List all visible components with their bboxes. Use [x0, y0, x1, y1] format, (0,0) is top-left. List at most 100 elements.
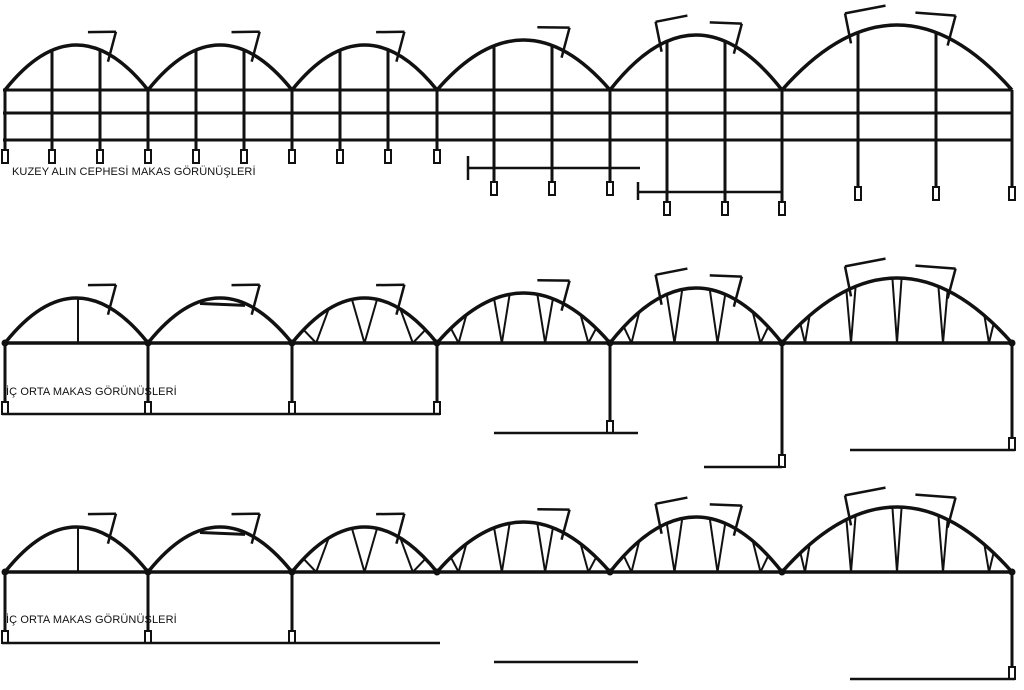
- truss-web: [751, 540, 762, 573]
- purlin: [199, 530, 246, 536]
- column-foot: [490, 181, 498, 196]
- truss-web: [587, 327, 598, 344]
- truss-web: [799, 552, 806, 573]
- truss-web: [302, 558, 317, 573]
- arch-rafter: [290, 525, 439, 574]
- purlin: [199, 301, 246, 307]
- column-foot: [1008, 666, 1016, 680]
- vent-arm: [250, 31, 261, 63]
- vent-arm: [106, 31, 118, 63]
- truss-web: [315, 537, 330, 573]
- joint: [433, 568, 441, 576]
- vent-arm: [732, 505, 744, 536]
- truss-web: [850, 515, 857, 573]
- truss-web: [937, 286, 944, 344]
- truss-web: [399, 308, 414, 344]
- vent-arm: [843, 13, 853, 44]
- truss-web: [544, 298, 554, 344]
- column-foot: [288, 149, 296, 164]
- vent-arm: [395, 284, 406, 316]
- arch-rafter: [608, 515, 784, 574]
- vent-flap: [709, 21, 742, 25]
- truss-web: [500, 294, 511, 344]
- truss-web: [708, 289, 719, 344]
- vent-flap: [709, 503, 742, 507]
- truss-web: [716, 294, 727, 344]
- column-foot: [433, 401, 441, 415]
- column-foot: [336, 149, 344, 164]
- truss-web: [896, 278, 903, 344]
- column-foot: [96, 149, 104, 164]
- arch-rafter: [780, 276, 1014, 345]
- column-foot: [778, 201, 786, 216]
- joint: [1008, 339, 1016, 347]
- vent-arm: [946, 497, 957, 528]
- truss-web: [587, 556, 598, 573]
- vent-flap: [844, 257, 886, 268]
- truss-web: [804, 315, 811, 344]
- truss-web: [988, 323, 995, 344]
- column-foot: [606, 181, 614, 196]
- vent-arm: [106, 284, 118, 316]
- joint: [778, 568, 786, 576]
- truss-web: [983, 544, 990, 573]
- inner-truss-label-2: İÇ ORTA MAKAS GÖRÜNÜŞLERİ: [6, 614, 177, 626]
- vent-flap: [655, 267, 688, 277]
- truss-web: [716, 523, 727, 573]
- truss-web: [708, 518, 719, 573]
- column-foot: [144, 149, 152, 164]
- truss-web: [845, 519, 852, 573]
- truss-web: [622, 326, 633, 344]
- column-foot: [854, 186, 862, 201]
- vent-arm: [250, 513, 261, 545]
- arch-rafter: [435, 291, 612, 345]
- vent-flap: [915, 264, 956, 270]
- truss-web: [544, 527, 554, 573]
- truss-web: [363, 299, 379, 344]
- arch-rafter: [435, 38, 612, 92]
- column-foot: [1, 401, 9, 415]
- truss-web: [942, 290, 949, 344]
- truss-web: [937, 515, 944, 573]
- truss-web: [665, 523, 676, 573]
- truss-web: [449, 327, 460, 344]
- vent-flap: [844, 486, 886, 497]
- joint: [288, 339, 296, 347]
- vent-arm: [654, 274, 663, 306]
- vent-arm: [560, 27, 571, 59]
- inner-truss-label-1: İÇ ORTA MAKAS GÖRÜNÜŞLERİ: [6, 386, 177, 398]
- truss-web: [983, 315, 990, 344]
- truss-web: [536, 294, 547, 344]
- truss-web: [449, 556, 460, 573]
- vent-arm: [560, 280, 571, 312]
- arch-rafter: [146, 296, 294, 345]
- truss-web: [350, 528, 366, 573]
- truss-web: [673, 289, 684, 344]
- vent-flap: [655, 496, 688, 506]
- north-gable-label: KUZEY ALIN CEPHESİ MAKAS GÖRÜNÜŞLERİ: [12, 166, 256, 178]
- column-foot: [288, 401, 296, 415]
- vent-arm: [946, 268, 957, 299]
- vent-flap: [655, 14, 688, 24]
- joint: [606, 568, 614, 576]
- truss-web: [673, 518, 684, 573]
- joint: [1, 339, 9, 347]
- column-foot: [778, 454, 786, 468]
- column-foot: [606, 420, 614, 434]
- truss-web: [579, 314, 590, 344]
- joint: [1008, 568, 1016, 576]
- vent-arm: [654, 503, 663, 535]
- joint: [606, 339, 614, 347]
- arch-rafter: [780, 23, 1014, 92]
- truss-web: [988, 552, 995, 573]
- truss-web: [630, 540, 641, 573]
- truss-web: [759, 326, 770, 344]
- column-foot: [1008, 186, 1016, 201]
- vent-arm: [946, 15, 957, 46]
- truss-web: [412, 558, 427, 573]
- vent-arm: [843, 495, 853, 526]
- vent-arm: [654, 21, 663, 53]
- arch-rafter: [146, 525, 294, 574]
- truss-web: [942, 519, 949, 573]
- truss-web: [315, 308, 330, 344]
